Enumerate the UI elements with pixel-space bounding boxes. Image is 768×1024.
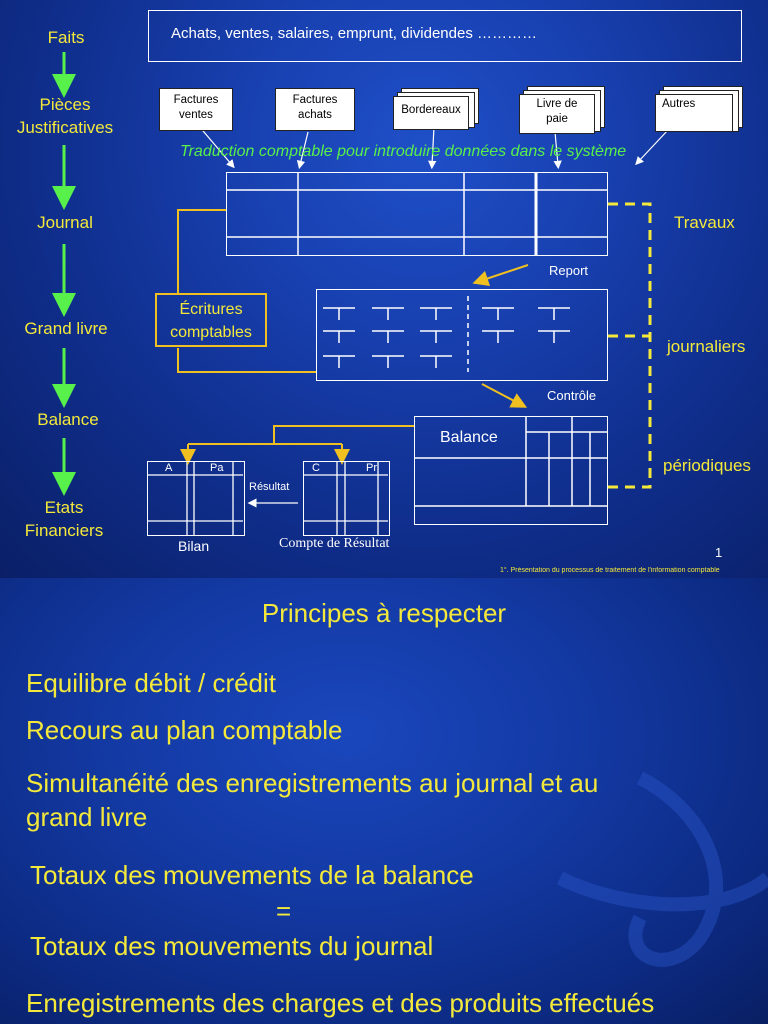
travaux-label: Travaux bbox=[674, 213, 735, 232]
stage-etats-financiers: Etats Financiers bbox=[24, 498, 104, 540]
doc-factures-ventes: Factures ventes bbox=[159, 88, 233, 131]
principle-charges-produits: Enregistrements des charges et des produ… bbox=[26, 988, 655, 1018]
bilan-col-passif: Pa bbox=[210, 462, 224, 474]
slide-footer: 1°. Présentation du processus de traitem… bbox=[500, 567, 720, 574]
t-accounts bbox=[323, 296, 570, 372]
stage-pieces-justificatives: Pièces Justificatives bbox=[16, 95, 114, 137]
resultat-arrow-label: Résultat bbox=[249, 481, 290, 493]
cr-col-produits: Pr bbox=[366, 462, 377, 474]
journal-grid bbox=[226, 172, 608, 256]
flow-arrows bbox=[180, 264, 529, 465]
slide-title: Principes à respecter bbox=[261, 598, 507, 628]
principle-plan-comptable: Recours au plan comptable bbox=[26, 715, 343, 745]
report-label: Report bbox=[549, 263, 589, 278]
ecritures-connectors bbox=[177, 209, 414, 445]
stage-faits: Faits bbox=[47, 28, 85, 47]
principles-slide: Principes à respecter Equilibre débit / … bbox=[0, 578, 768, 1024]
background-swirl bbox=[556, 771, 768, 967]
stage-grand-livre: Grand livre bbox=[24, 319, 108, 338]
stage-journal: Journal bbox=[37, 213, 93, 232]
periodiques-label: périodiques bbox=[663, 456, 751, 475]
doc-autres: Autres bbox=[655, 94, 733, 132]
principle-totaux-balance: Totaux des mouvements de la balance bbox=[30, 860, 474, 890]
travaux-connectors bbox=[608, 202, 652, 489]
facts-text: Achats, ventes, salaires, emprunt, divid… bbox=[171, 25, 537, 42]
doc-livre-de-paie: Livre de paie bbox=[519, 94, 595, 134]
statement-grid bbox=[147, 461, 388, 535]
doc-bordereaux: Bordereaux bbox=[393, 96, 469, 130]
balance-grid bbox=[414, 416, 607, 507]
compte-resultat-label: Compte de Résultat bbox=[279, 536, 390, 551]
ecritures-comptables-box: Écritures comptables bbox=[155, 293, 267, 347]
diagram-lines bbox=[52, 52, 669, 535]
principle-totaux-journal: Totaux des mouvements du journal bbox=[30, 931, 434, 961]
controle-label: Contrôle bbox=[547, 388, 597, 403]
journaliers-label: journaliers bbox=[667, 337, 746, 356]
principle-simultaneite: Simultanéité des enregistrements au jour… bbox=[26, 768, 599, 832]
principle-equilibre: Equilibre débit / crédit bbox=[26, 668, 277, 698]
document-arrows bbox=[197, 124, 669, 170]
process-slide: Faits Pièces Justificatives Journal Gran… bbox=[0, 0, 768, 578]
bilan-table: A Pa bbox=[147, 461, 245, 536]
stage-balance: Balance bbox=[37, 410, 99, 429]
compte-resultat-table: C Pr bbox=[303, 461, 390, 536]
grand-livre-table bbox=[316, 289, 608, 381]
facts-box: Achats, ventes, salaires, emprunt, divid… bbox=[148, 10, 742, 62]
bilan-col-actif: A bbox=[165, 462, 173, 474]
journal-table bbox=[226, 172, 608, 256]
balance-table: Balance bbox=[414, 416, 608, 525]
bilan-label: Bilan bbox=[178, 538, 210, 554]
balance-box-label: Balance bbox=[440, 429, 498, 446]
translation-text: Traduction comptable pour introduire don… bbox=[180, 143, 627, 160]
cr-col-charges: C bbox=[312, 462, 320, 474]
doc-factures-achats: Factures achats bbox=[275, 88, 355, 131]
principle-equals: = bbox=[276, 896, 292, 926]
page-number: 1 bbox=[715, 545, 723, 560]
